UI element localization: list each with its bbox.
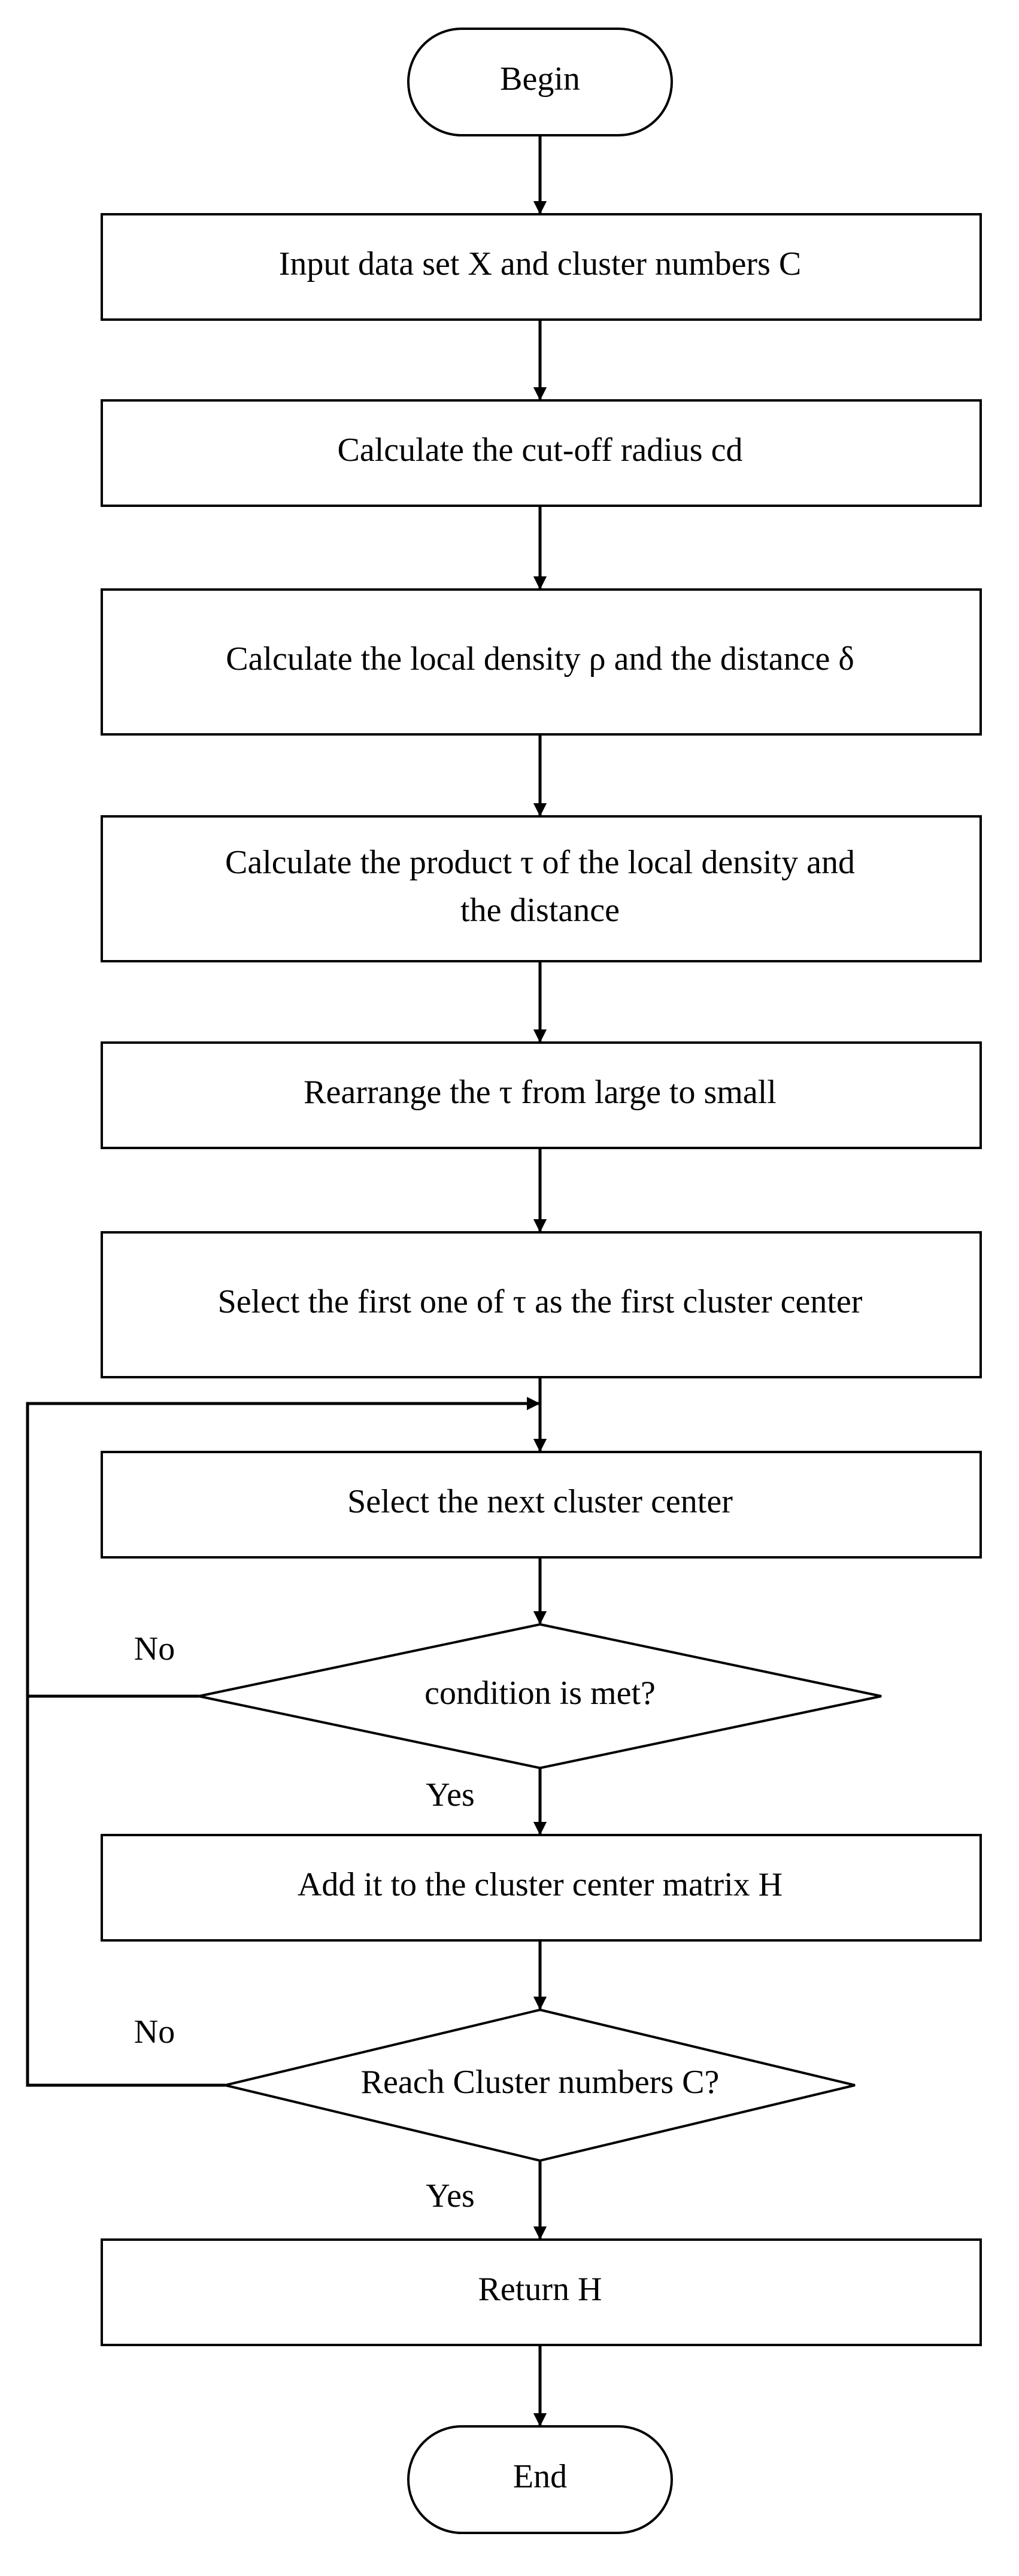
reach-cluster-decision-label: Reach Cluster numbers C? <box>361 2064 720 2101</box>
density-distance-step <box>101 588 982 736</box>
cutoff-radius-label: Calculate the cut-off radius cd <box>338 432 743 469</box>
reach-no-label: No <box>134 2013 175 2051</box>
condition-yes-label: Yes <box>426 1776 474 1813</box>
rearrange-label: Rearrange the τ from large to small <box>304 1074 777 1111</box>
no-loop-back-path <box>26 1396 541 2087</box>
product-tau-step <box>101 815 982 962</box>
product-tau-label-line2: the distance <box>460 892 620 929</box>
product-tau-label-line1: Calculate the product τ of the local den… <box>225 844 855 881</box>
input-data-step <box>101 213 982 321</box>
begin-label: Begin <box>500 60 580 98</box>
end-label: End <box>513 2458 567 2495</box>
select-first-center-label: Select the first one of τ as the first c… <box>218 1283 863 1320</box>
input-data-label: Input data set X and cluster numbers C <box>279 245 801 282</box>
condition-no-label: No <box>134 1630 175 1667</box>
end-terminal <box>407 2425 673 2534</box>
density-distance-label: Calculate the local density ρ and the di… <box>226 640 854 678</box>
return-h-step <box>101 2238 982 2346</box>
rearrange-step <box>101 1041 982 1149</box>
reach-yes-label: Yes <box>426 2177 474 2214</box>
return-h-label: Return H <box>478 2271 602 2308</box>
select-next-center-label: Select the next cluster center <box>347 1483 733 1520</box>
select-next-center-step <box>101 1451 982 1559</box>
condition-decision-label: condition is met? <box>424 1675 656 1712</box>
add-to-matrix-label: Add it to the cluster center matrix H <box>298 1866 783 1903</box>
